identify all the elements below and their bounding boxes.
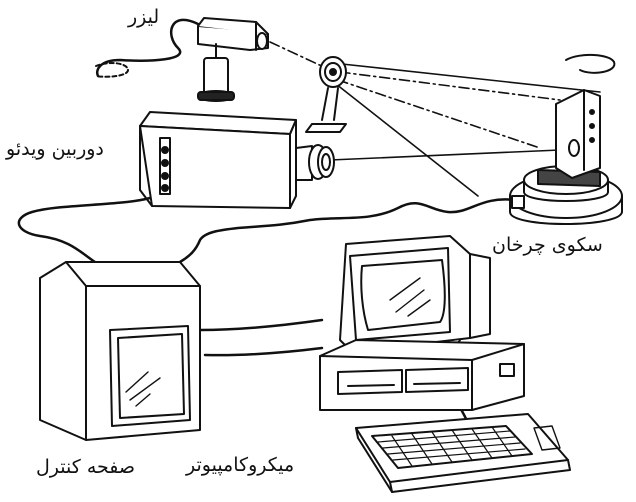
laser-beam bbox=[270, 42, 326, 68]
camera-to-control-cable bbox=[19, 198, 150, 262]
beam-lower bbox=[336, 84, 478, 196]
mirror-scanner bbox=[306, 57, 346, 132]
control-panel bbox=[40, 262, 200, 440]
laser-cable bbox=[97, 20, 198, 76]
laser-device bbox=[198, 18, 268, 101]
control-to-computer-cable bbox=[200, 320, 322, 330]
control-to-computer-cable-2 bbox=[205, 348, 322, 355]
rotation-arrow-right bbox=[566, 55, 614, 73]
control-panel-label: صفحه کنترل bbox=[36, 456, 135, 478]
laser-label: لیزر bbox=[128, 6, 159, 28]
beam-reflected bbox=[338, 80, 540, 148]
microcomputer-label: میکروکامپیوتر bbox=[186, 454, 294, 476]
video-camera bbox=[140, 112, 334, 208]
turntable-label: سکوی چرخان bbox=[492, 234, 603, 256]
beam-upper bbox=[342, 64, 600, 92]
computer-system-unit bbox=[320, 340, 524, 410]
keyboard bbox=[356, 414, 570, 492]
turntable bbox=[510, 90, 622, 224]
microcomputer bbox=[320, 236, 524, 410]
video-camera-label: دوربین ویدئو bbox=[6, 138, 104, 160]
camera-line bbox=[330, 150, 560, 160]
scanned-object bbox=[556, 90, 600, 178]
computer-monitor bbox=[340, 236, 470, 352]
